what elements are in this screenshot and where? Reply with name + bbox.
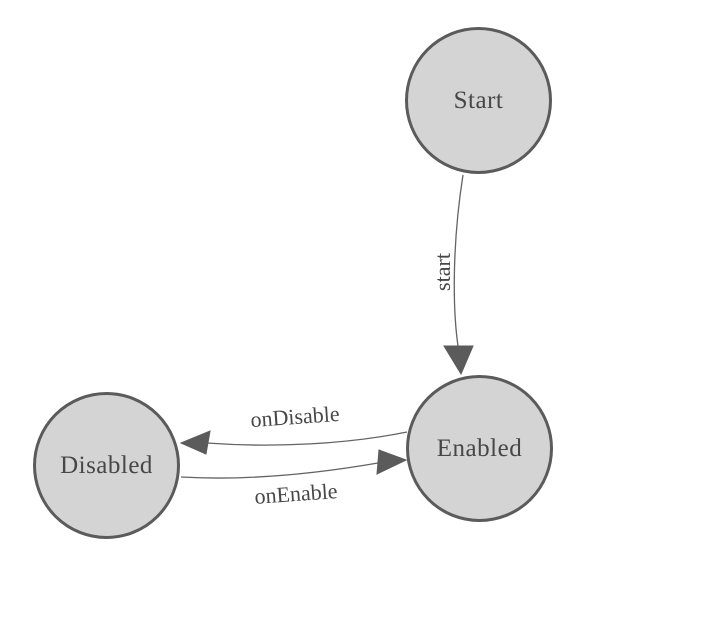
edge-start-line <box>453 174 464 347</box>
edge-start-to-enabled <box>443 174 474 376</box>
state-node-start-label: Start <box>453 86 504 114</box>
state-node-enabled: Enabled <box>406 375 553 522</box>
state-node-disabled-label: Disabled <box>60 451 153 479</box>
state-node-enabled-label: Enabled <box>436 434 523 462</box>
state-node-start: Start <box>405 27 552 174</box>
edge-onenable-line <box>180 462 379 479</box>
edge-ondisable-arrowhead-icon <box>179 430 211 455</box>
edge-disabled-to-enabled <box>180 449 408 479</box>
state-node-disabled: Disabled <box>33 392 180 539</box>
edge-start-arrowhead-icon <box>443 345 474 376</box>
edge-ondisable-line <box>206 431 408 446</box>
edge-onenable-arrowhead-icon <box>376 449 408 475</box>
edge-label-start: start <box>430 253 455 291</box>
edge-enabled-to-disabled <box>179 430 408 455</box>
